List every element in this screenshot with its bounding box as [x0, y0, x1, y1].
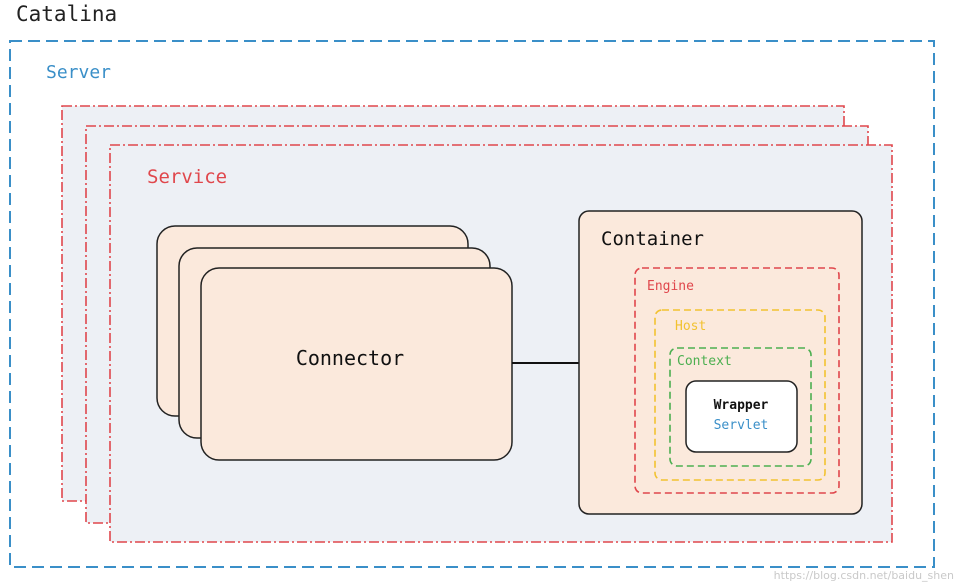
engine-box [634, 267, 840, 494]
servlet-label: Servlet [713, 418, 769, 433]
context-box [669, 347, 812, 467]
footer-watermark-url: https://blog.csdn.net/baidu_shen [773, 569, 954, 582]
host-title: Host [675, 319, 707, 334]
connector-label: Connector [295, 346, 405, 370]
server-box [9, 40, 935, 568]
container-title: Container [601, 228, 704, 250]
catalina-title: Catalina [16, 2, 118, 26]
server-title: Server [46, 62, 112, 83]
host-box [654, 309, 826, 481]
service-title: Service [147, 166, 228, 188]
wrapper-label: Wrapper [713, 398, 769, 413]
context-title: Context [677, 354, 732, 369]
wrapper-box [685, 380, 798, 453]
engine-title: Engine [647, 279, 694, 294]
